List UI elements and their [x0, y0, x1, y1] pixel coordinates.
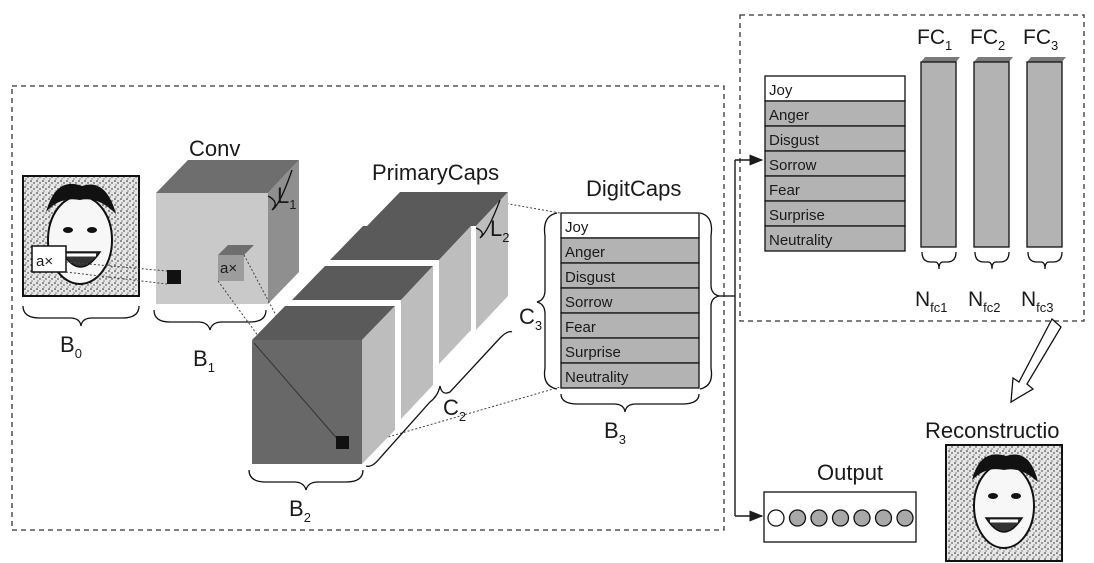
conv-block: a×	[156, 160, 299, 304]
primarycaps-layer-1	[252, 306, 395, 464]
digitcaps-row-sorrow: Sorrow	[560, 287, 700, 314]
fc-bar	[920, 61, 957, 248]
digitcaps-label: Anger	[565, 244, 605, 261]
output-node	[853, 509, 871, 527]
fc-size-brace	[921, 251, 957, 270]
decoder-label: Sorrow	[769, 157, 817, 174]
decoder-row-fear: Fear	[764, 175, 906, 202]
output-node	[788, 509, 807, 527]
output-node	[874, 509, 893, 527]
digitcaps-label: Joy	[565, 219, 589, 236]
fc-layer-label: FC3	[1023, 26, 1058, 53]
reconstruction-face-image	[945, 444, 1063, 562]
digitcaps-row-anger: Anger	[560, 237, 700, 264]
output-node	[810, 509, 828, 527]
output-node-active	[767, 509, 785, 527]
fc-size-label: Nfc1	[915, 288, 948, 315]
digitcaps-label: Sorrow	[565, 294, 613, 311]
conv-filter-mark: a×	[220, 260, 237, 277]
decoder-label: Surprise	[769, 207, 825, 224]
l2-brace	[475, 199, 501, 239]
decoder-emotion-table: JoyAngerDisgustSorrowFearSurpriseNeutral…	[764, 75, 906, 252]
b0-brace	[22, 305, 140, 327]
digitcaps-table: JoyAngerDisgustSorrowFearSurpriseNeutral…	[560, 212, 700, 389]
digitcaps-row-neutrality: Neutrality	[560, 362, 700, 389]
output-node	[831, 509, 850, 527]
fc-size-brace	[974, 251, 1010, 270]
connection-arrows	[719, 154, 764, 522]
reconstruction-arrow	[1010, 317, 1062, 404]
decoder-row-sorrow: Sorrow	[764, 150, 906, 177]
fc-bar	[1026, 61, 1063, 248]
output-node	[896, 509, 914, 527]
reconstruction-label: Reconstructio	[925, 418, 1060, 443]
b3-brace	[560, 393, 700, 413]
c2-brace	[365, 330, 513, 467]
primarycaps-label: PrimaryCaps	[372, 160, 499, 185]
digitcaps-right-brace	[699, 212, 720, 390]
digitcaps-row-fear: Fear	[560, 312, 700, 339]
output-label: Output	[817, 460, 883, 485]
decoder-label: Anger	[769, 107, 809, 124]
decoder-frame	[739, 14, 1085, 322]
primarycaps-layer-4	[367, 192, 508, 330]
decoder-label: Disgust	[769, 132, 820, 149]
b2-brace	[248, 469, 364, 491]
digitcaps-label: Neutrality	[565, 369, 629, 386]
b3-label: B3	[604, 418, 626, 447]
input-filter-mark: a×	[36, 253, 53, 270]
decoder-label: Neutrality	[769, 232, 833, 249]
digitcaps-row-joy: Joy	[560, 212, 700, 239]
decoder-label: Fear	[769, 182, 800, 199]
fc-bar-top	[921, 57, 960, 62]
decoder-row-neutrality: Neutrality	[764, 225, 906, 252]
decoder-row-surprise: Surprise	[764, 200, 906, 227]
digitcaps-label: Disgust	[565, 269, 616, 286]
b1-label: B1	[193, 346, 215, 375]
primarycaps-layer-3	[330, 226, 471, 364]
decoder-label: Joy	[769, 82, 793, 99]
primarycaps-block	[252, 192, 508, 464]
fc-bar-top	[1027, 57, 1066, 62]
conv-label: Conv	[189, 136, 240, 161]
output-nodes	[767, 509, 914, 527]
digitcaps-row-surprise: Surprise	[560, 337, 700, 364]
fc-layer-label: FC2	[970, 26, 1005, 53]
fc-bar	[973, 61, 1010, 248]
fc-size-label: Nfc2	[968, 288, 1001, 315]
fc-size-brace	[1027, 251, 1063, 270]
capsule-network-frame	[11, 85, 725, 531]
c3-label: C3	[519, 304, 542, 333]
digitcaps-row-disgust: Disgust	[560, 262, 700, 289]
c2-label: C2	[443, 395, 466, 424]
l1-label: L1	[277, 183, 296, 212]
l1-brace	[267, 169, 293, 211]
decoder-row-joy: Joy	[764, 75, 906, 102]
b2-label: B2	[289, 496, 311, 525]
l2-label: L2	[490, 216, 509, 245]
fc-layer-label: FC1	[917, 26, 952, 53]
decoder-row-disgust: Disgust	[764, 125, 906, 152]
b1-brace	[153, 309, 267, 331]
digitcaps-label: Fear	[565, 319, 596, 336]
decoder-row-anger: Anger	[764, 100, 906, 127]
input-face-image: a×	[22, 175, 140, 297]
digitcaps-label: Surprise	[565, 344, 621, 361]
primarycaps-layer-2	[292, 266, 433, 419]
fc-bar-top	[974, 57, 1013, 62]
digitcaps-label: DigitCaps	[586, 176, 681, 201]
c3-brace	[536, 212, 558, 390]
fc-size-label: Nfc3	[1021, 288, 1054, 315]
b0-label: B0	[60, 332, 82, 361]
